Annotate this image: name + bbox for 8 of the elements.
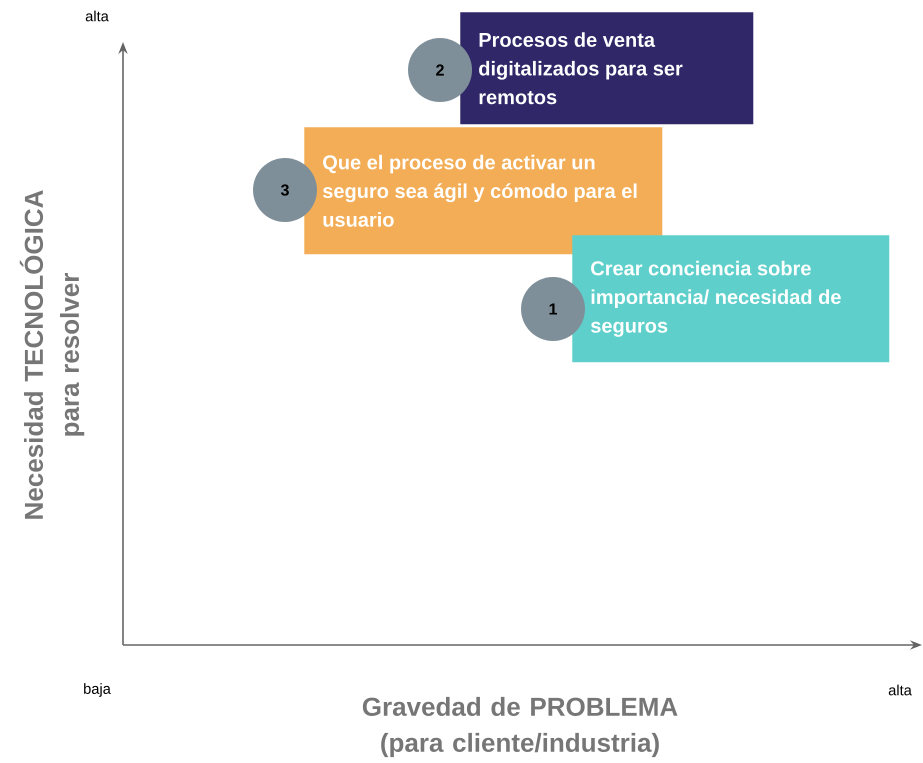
axis-title: Gravedad de PROBLEMA (para cliente/industria): [362, 696, 678, 758]
axis-title: Necesidad TECNOLÓGICA para resolver: [20, 190, 84, 519]
axis-label: baja: [84, 683, 111, 697]
text-box: Que el proceso de activar un seguro sea ágil y cómodo para el usuario: [304, 127, 662, 254]
text-box: Procesos de venta digitalizados para ser remotos: [460, 12, 754, 124]
axis-label: alta: [888, 684, 912, 696]
axis-label: alta: [86, 10, 109, 22]
text-box: Crear conciencia sobre importancia/ necesidad de seguros: [572, 235, 890, 362]
